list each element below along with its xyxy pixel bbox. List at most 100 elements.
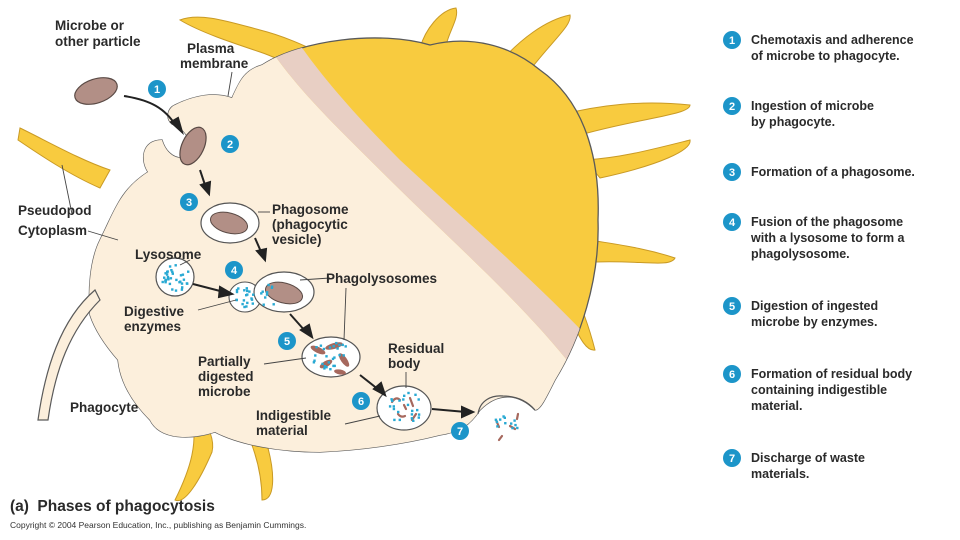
enzyme-dot [235,288,239,292]
enzyme-dot [503,416,506,419]
enzyme-dot [341,343,344,347]
badge-number: 2 [227,139,233,151]
enzyme-dot [314,354,317,357]
step-text-line: Ingestion of microbe [751,99,874,113]
step-badge: 6 [723,365,741,383]
enzyme-dot [180,282,184,285]
enzyme-dot [237,287,240,290]
step-badge: 4 [723,213,741,231]
enzyme-dot [265,291,269,294]
enzyme-dot [178,281,181,284]
enzyme-dot [391,399,394,403]
label-partial-2: digested [198,369,254,384]
enzyme-dot [166,275,170,279]
phagolysosome-enzymes [235,283,275,309]
caption-title: Phases of phagocytosis [37,498,214,515]
enzyme-dot [336,347,339,350]
badge-circle [723,97,741,115]
badge-number: 3 [729,167,735,179]
enzyme-dot [171,272,174,275]
diagram-badge-7: 7 [451,422,469,440]
enzyme-dot [260,292,263,295]
enzyme-dot [163,276,166,279]
label-indigestible-1: Indigestible [256,408,332,423]
badge-circle [221,135,239,153]
enzyme-dot [319,344,323,347]
ingested-microbe [179,126,207,166]
residual-enzymes [388,391,421,422]
enzyme-dot [398,418,401,422]
enzyme-dot [416,408,419,412]
enzyme-dot [168,282,172,286]
label-indigestible-2: material [256,423,308,438]
badge-circle [451,422,469,440]
step-text-line: Formation of residual body [751,367,912,381]
step-text-line: Fusion of the phagosome [751,215,903,229]
label-plasma-2: membrane [180,56,249,71]
enzyme-dot [342,354,345,357]
step-badge: 1 [723,31,741,49]
enzyme-dot [166,277,170,280]
enzyme-dot [171,270,174,274]
badge-number: 4 [729,217,736,229]
enzyme-dot [410,417,414,420]
enzyme-dot [417,398,420,401]
enzyme-dot [235,290,239,294]
enzyme-dot [513,419,516,422]
enzyme-dot [495,420,499,424]
enzyme-dot [315,346,318,349]
enzyme-dot [164,281,167,284]
diagram-badge-6: 6 [352,392,370,410]
enzyme-dot [187,270,190,273]
badge-circle [723,297,741,315]
enzyme-dot [246,301,249,305]
enzyme-dot [166,270,169,273]
digestion-vesicle [301,336,361,378]
enzyme-dot [161,280,164,284]
enzyme-dot [164,278,168,282]
enzyme-dot [504,422,507,425]
enzyme-dot [331,357,335,361]
diagram-labels: Microbe or other particle Plasma membran… [18,18,444,438]
lysosome-enzymes [161,264,190,292]
enzyme-dot [179,274,183,277]
diagram-badge-4: 4 [225,261,243,279]
enzyme-dot [170,269,173,272]
enzyme-dot [168,265,172,268]
label-phagolysosomes: Phagolysosomes [326,271,437,286]
enzyme-dot [180,288,184,291]
label-partial-3: microbe [198,384,251,399]
enzyme-dot [388,405,392,408]
discharged-enzymes [494,415,519,430]
enzyme-dot [246,293,249,296]
diagram-badge-5: 5 [278,332,296,350]
enzyme-dot [321,362,324,366]
enzyme-dot [270,285,274,288]
badge-number: 1 [154,84,160,96]
badge-circle [723,163,741,181]
lysosome [155,257,195,297]
badge-circle [723,213,741,231]
label-phagocyte: Phagocyte [70,400,139,415]
badge-circle [180,193,198,211]
enzyme-dot [182,278,186,281]
enzyme-dot [174,289,178,292]
step-text-line: phagolysosome. [751,247,850,261]
copyright-notice: Copyright © 2004 Pearson Education, Inc.… [10,520,306,530]
enzyme-dot [186,282,189,285]
enzyme-dot [327,361,330,364]
enzyme-dot [417,413,421,416]
diagram-badge-2: 2 [221,135,239,153]
label-microbe-2: other particle [55,34,141,49]
label-digestive-2: enzymes [124,319,181,334]
enzyme-dot [511,426,514,430]
enzyme-dot [402,398,405,401]
enzyme-dot [333,364,336,368]
enzyme-dot [398,399,401,402]
label-cytoplasm: Cytoplasm [18,223,87,238]
badge-number: 2 [729,101,735,113]
